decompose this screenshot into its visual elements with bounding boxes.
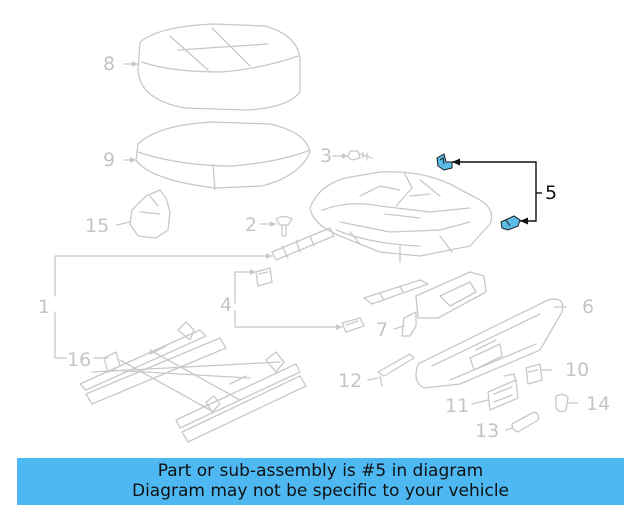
bracket-part bbox=[129, 189, 171, 239]
callout-6: 6 bbox=[582, 296, 595, 318]
seat-frame-part bbox=[309, 171, 493, 263]
callout-12: 12 bbox=[338, 370, 363, 392]
small-trim-part bbox=[377, 353, 415, 387]
cap-part bbox=[555, 393, 569, 413]
connector-lower-part bbox=[341, 317, 365, 333]
callout-14: 14 bbox=[586, 393, 611, 415]
callout-13: 13 bbox=[475, 420, 500, 442]
info-banner: Part or sub-assembly is #5 in diagram Di… bbox=[17, 458, 624, 505]
callout-1: 1 bbox=[38, 296, 51, 318]
callout-4: 4 bbox=[220, 294, 233, 316]
lower-rail-part bbox=[363, 279, 429, 305]
callout-11: 11 bbox=[445, 395, 470, 417]
callout-5: 5 bbox=[545, 182, 558, 204]
banner-line-1: Part or sub-assembly is #5 in diagram bbox=[157, 461, 484, 481]
callout-10: 10 bbox=[565, 359, 590, 381]
callout-16: 16 bbox=[67, 349, 92, 371]
callout-2: 2 bbox=[245, 214, 258, 236]
bolt-part bbox=[347, 150, 373, 161]
seat-rail-bar-part bbox=[271, 227, 335, 261]
connector-upper-part bbox=[255, 267, 273, 287]
callout-7: 7 bbox=[376, 319, 389, 341]
callout-3: 3 bbox=[320, 145, 333, 167]
side-shield-part bbox=[415, 298, 564, 389]
clip-part bbox=[275, 215, 293, 237]
small-knob-part bbox=[511, 411, 540, 433]
seat-cushion-pad-part bbox=[137, 23, 301, 111]
seat-track-frame-part bbox=[79, 321, 307, 443]
side-bracket-part bbox=[401, 271, 487, 337]
banner-line-2: Diagram may not be specific to your vehi… bbox=[131, 481, 509, 501]
highlighted-part-5 bbox=[436, 153, 521, 231]
callout-15: 15 bbox=[85, 215, 110, 237]
leader-lines bbox=[54, 63, 579, 431]
seat-cushion-cover-part bbox=[135, 121, 311, 191]
callout-9: 9 bbox=[103, 149, 116, 171]
callout-8: 8 bbox=[103, 53, 116, 75]
switch-assembly-part bbox=[487, 373, 519, 411]
switch-knob-part bbox=[525, 363, 543, 385]
parts-diagram bbox=[54, 23, 579, 443]
